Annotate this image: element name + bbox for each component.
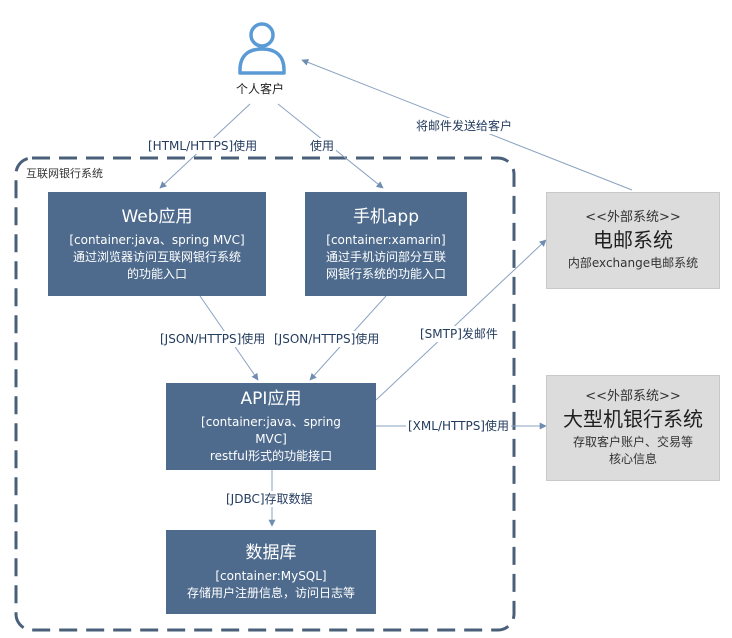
external-email[interactable]: <<外部系统>> 电邮系统 内部exchange电邮系统 [546,192,720,289]
container-mobile-title: 手机app [353,206,419,227]
container-api-tech: [container:java、spring [201,415,341,429]
container-db-title: 数据库 [245,543,297,563]
external-mainframe-type: <<外部系统>> [585,389,681,404]
person-icon [238,22,286,75]
external-email-type: <<外部系统>> [585,210,681,225]
person-label: 个人客户 [236,82,285,96]
container-mobile-tech: [container:xamarin] [326,232,446,247]
container-db-desc: 存储用户注册信息，访问日志等 [186,586,355,600]
container-api[interactable]: API应用 [container:java、spring MVC] restfu… [166,383,376,470]
external-mainframe-desc-2: 核心信息 [608,452,657,466]
external-email-title: 电邮系统 [593,228,673,252]
boundary-label: 互联网银行系统 [26,167,103,180]
container-db[interactable]: 数据库 [container:MySQL] 存储用户注册信息，访问日志等 [166,530,376,614]
external-mainframe-title: 大型机银行系统 [563,407,703,431]
external-email-desc: 内部exchange电邮系统 [567,256,699,270]
container-api-tech-2: MVC] [255,432,287,446]
person-node[interactable] [236,18,288,78]
container-api-title: API应用 [240,389,302,409]
system-boundary [14,156,516,632]
container-db-tech: [container:MySQL] [215,569,327,583]
container-mobile[interactable]: 手机app [container:xamarin] 通过手机访问部分互联 网银行… [305,192,467,296]
container-web-desc-2: 的功能入口 [126,266,187,281]
label-api-email: [SMTP]发邮件 [418,326,500,342]
arrow-api-email [375,239,547,401]
label-api-db: [JDBC]存取数据 [224,491,315,507]
label-api-mainframe: [XML/HTTPS]使用 [406,418,511,434]
container-web-tech: [container:java、spring MVC] [69,232,245,247]
container-mobile-desc: 通过手机访问部分互联 [325,249,446,264]
external-mainframe-desc: 存取客户账户、交易等 [572,435,693,449]
container-web-desc: 通过浏览器访问互联网银行系统 [72,249,241,264]
container-api-desc: restful形式的功能接口 [209,449,333,463]
container-web-title: Web应用 [121,206,193,227]
label-person-mobile: 使用 [308,138,337,154]
container-web[interactable]: Web应用 [container:java、spring MVC] 通过浏览器访… [48,192,266,296]
label-mobile-api: [JSON/HTTPS]使用 [272,331,382,347]
label-email-person: 将邮件发送给客户 [414,118,515,134]
label-person-web: [HTML/HTTPS]使用 [146,138,260,154]
label-web-api: [JSON/HTTPS]使用 [158,331,268,347]
container-mobile-desc-2: 网银行系统的功能入口 [325,266,446,281]
external-mainframe[interactable]: <<外部系统>> 大型机银行系统 存取客户账户、交易等 核心信息 [546,375,720,481]
